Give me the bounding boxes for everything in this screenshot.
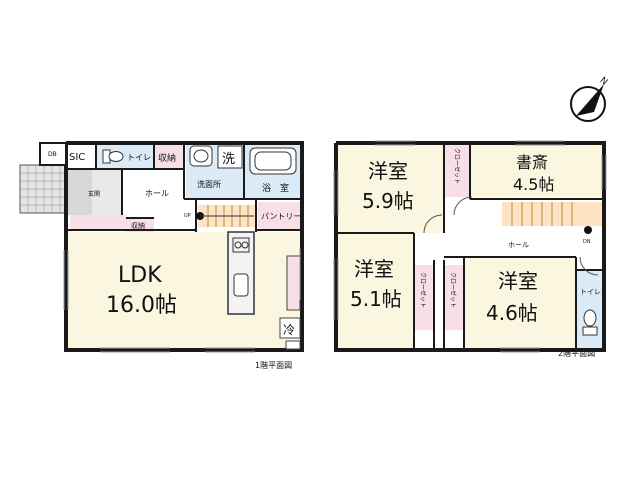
cupboard [286, 255, 301, 311]
up-label: UP [184, 213, 191, 219]
fridge-label: 冷 [283, 323, 295, 337]
western-room-2-floor [336, 233, 414, 350]
bath-label: 浴 室 [262, 182, 289, 194]
study-floor [470, 143, 604, 199]
compass-icon: N [570, 76, 610, 122]
western-room-1-floor [336, 143, 444, 233]
closet-2-floor [414, 265, 434, 330]
floor-1-plan: DB SIC トイレ 収納 洗 洗面所 浴 室 玄関 ホール 収納 UP パント… [19, 141, 304, 370]
stair-icon [584, 226, 592, 234]
storage-top-floor [154, 143, 184, 169]
pantry-label: パントリー [261, 212, 301, 221]
western-room-3-name: 洋室 [498, 269, 538, 293]
sic-label: SIC [69, 152, 85, 163]
ldk-floor [66, 232, 302, 350]
sink-icon [189, 145, 213, 167]
toilet-2f-label: トイレ [580, 288, 601, 296]
storage-small-label: 収納 [131, 221, 145, 230]
floor-2-plan: 洋室 5.9帖 クローゼット 書斎 4.5帖 ホール DN 洋室 5.1帖 クロ… [333, 140, 607, 358]
western-room-2-size: 5.1帖 [350, 287, 402, 311]
toilet-icon [102, 149, 124, 164]
ldk-name: LDK [118, 263, 162, 288]
svg-text:N: N [598, 76, 610, 88]
storage-small-floor [126, 218, 154, 232]
toilet-1f-label: トイレ [127, 153, 151, 162]
sic-floor [66, 143, 96, 169]
storage-top-label: 収納 [158, 152, 176, 164]
closet-2-label: クローゼット [419, 272, 427, 308]
closet-3-floor [444, 265, 464, 330]
laundry-label: 洗 [222, 152, 235, 167]
ldk-size: 16.0帖 [106, 293, 177, 318]
washroom-label: 洗面所 [197, 179, 221, 189]
bathtub-icon [249, 147, 297, 175]
western-room-3-floor [464, 257, 576, 350]
entrance-label: 玄関 [88, 190, 100, 198]
floor-2-caption: 2階平面図 [558, 348, 595, 358]
western-room-2-name: 洋室 [354, 257, 394, 281]
toilet-icon [582, 309, 598, 336]
pantry-floor [258, 202, 302, 230]
refrigerator-icon [279, 317, 301, 339]
study-name: 書斎 [516, 153, 548, 172]
db-label: DB [48, 151, 57, 158]
dn-label: DN [583, 239, 591, 245]
hall-2f-label: ホール [508, 241, 529, 249]
study-size: 4.5帖 [513, 175, 554, 194]
closet-1-floor [444, 143, 470, 197]
closet-1-label: クローゼット [453, 148, 461, 184]
hall-1f-floor [122, 165, 186, 215]
closet-3-label: クローゼット [449, 272, 457, 308]
western-room-1-size: 5.9帖 [362, 189, 414, 213]
western-room-1-name: 洋室 [368, 159, 408, 183]
floor-1-caption: 1階平面図 [255, 360, 292, 370]
western-room-3-size: 4.6帖 [486, 301, 538, 325]
washer-icon [217, 145, 243, 169]
hall-1f-label: ホール [145, 189, 169, 198]
